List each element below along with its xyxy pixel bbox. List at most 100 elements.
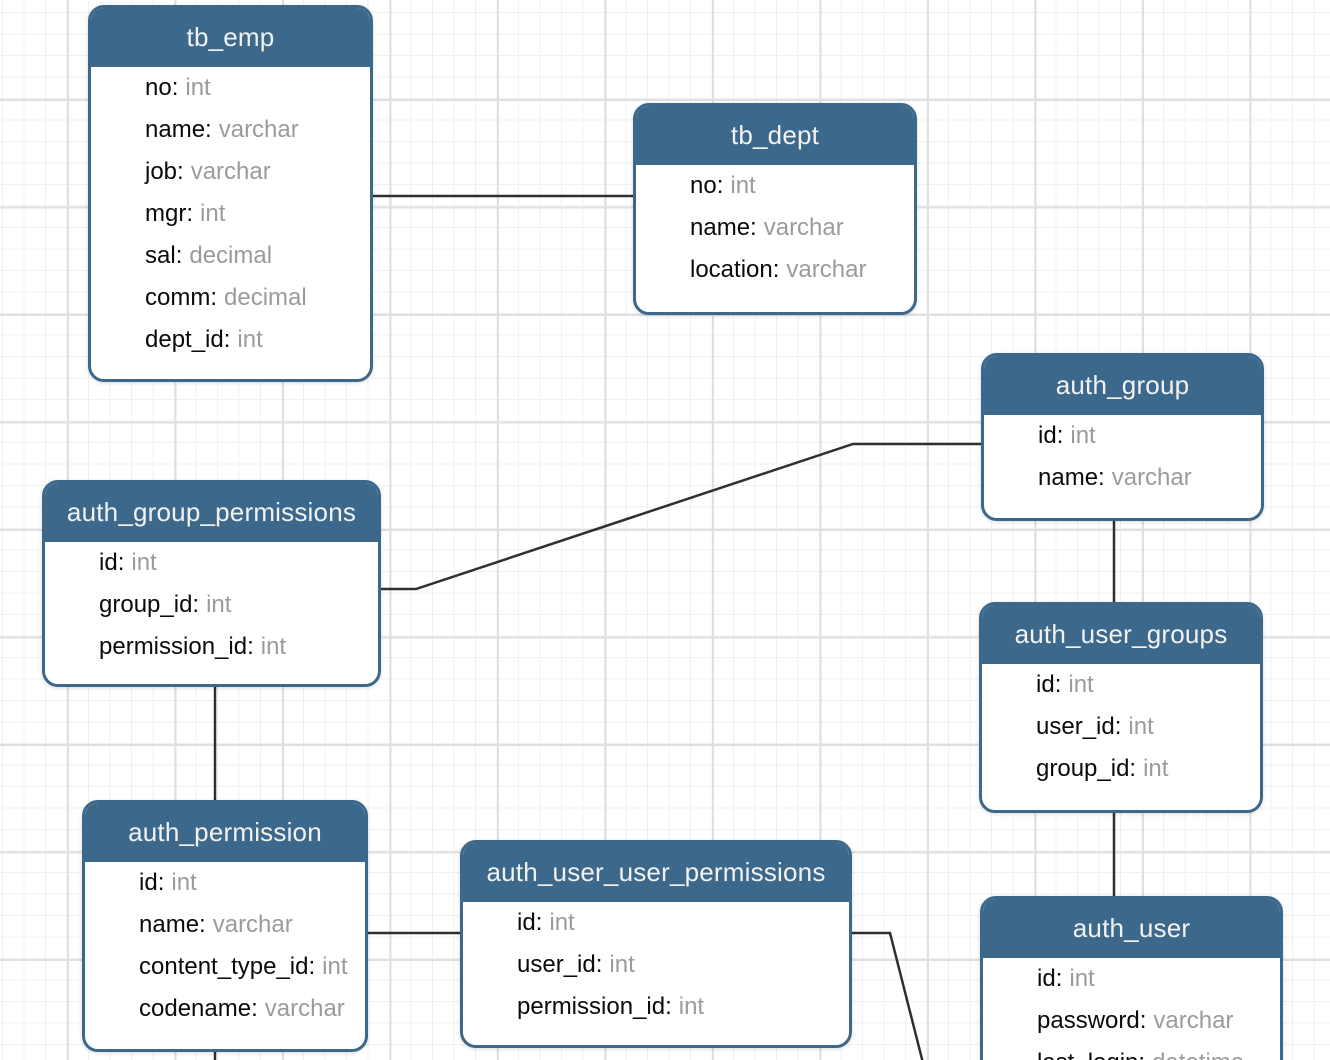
field-separator: : (308, 953, 316, 980)
field-name: id (517, 909, 536, 936)
field-type: decimal (224, 284, 307, 311)
field-row-no[interactable]: no:int (636, 165, 914, 207)
field-row-user_id[interactable]: user_id:int (982, 706, 1260, 748)
field-name: no (145, 74, 172, 101)
field-name: dept_id (145, 326, 224, 353)
field-row-job[interactable]: job:varchar (91, 151, 370, 193)
field-separator: : (535, 909, 543, 936)
field-row-codename[interactable]: codename:varchar (85, 988, 365, 1030)
field-type: varchar (264, 995, 345, 1022)
field-row-id[interactable]: id:int (45, 542, 378, 584)
entity-fields: id:intpassword:varcharlast_login:datetim… (983, 958, 1280, 1060)
field-separator: : (716, 172, 724, 199)
field-row-id[interactable]: id:int (984, 415, 1261, 457)
field-separator: : (1056, 422, 1064, 449)
entity-auth_user[interactable]: auth_userid:intpassword:varcharlast_logi… (980, 896, 1283, 1060)
field-separator: : (157, 869, 165, 896)
field-row-name[interactable]: name:varchar (85, 904, 365, 946)
field-separator: : (1114, 713, 1122, 740)
field-row-user_id[interactable]: user_id:int (463, 944, 849, 986)
field-row-group_id[interactable]: group_id:int (45, 584, 378, 626)
field-type: int (185, 74, 211, 101)
field-type: int (1070, 422, 1096, 449)
field-type: varchar (190, 158, 271, 185)
field-separator: : (117, 549, 125, 576)
field-row-id[interactable]: id:int (463, 902, 849, 944)
field-separator: : (192, 591, 200, 618)
field-row-dept_id[interactable]: dept_id:int (91, 319, 370, 361)
field-separator: : (1138, 1049, 1145, 1060)
field-row-last_login[interactable]: last_login:datetime (983, 1042, 1280, 1060)
field-row-password[interactable]: password:varchar (983, 1000, 1280, 1042)
field-name: job (145, 158, 178, 185)
relationship-auth_user_user_permissions--auth_user[interactable] (852, 931, 924, 1060)
field-type: int (1068, 671, 1094, 698)
field-row-location[interactable]: location:varchar (636, 249, 914, 291)
field-name: group_id (1036, 755, 1130, 782)
entity-title: auth_group_permissions (45, 483, 378, 542)
field-type: varchar (786, 256, 867, 283)
field-type: int (1069, 965, 1095, 992)
field-name: content_type_id (139, 953, 309, 980)
field-type: int (131, 549, 157, 576)
relationship-auth_group_permissions--auth_group[interactable] (381, 442, 983, 591)
field-name: codename (139, 995, 252, 1022)
field-name: password (1037, 1007, 1140, 1034)
field-row-comm[interactable]: comm:decimal (91, 277, 370, 319)
field-separator: : (247, 633, 254, 660)
entity-title: auth_permission (85, 803, 365, 862)
field-row-id[interactable]: id:int (983, 958, 1280, 1000)
field-separator: : (199, 911, 206, 938)
field-type: int (260, 633, 287, 660)
field-name: location (690, 256, 773, 283)
field-separator: : (223, 326, 231, 353)
field-type: int (200, 200, 226, 227)
field-row-name[interactable]: name:varchar (636, 207, 914, 249)
field-row-name[interactable]: name:varchar (984, 457, 1261, 499)
field-row-name[interactable]: name:varchar (91, 109, 370, 151)
field-name: id (1038, 422, 1057, 449)
field-name: name (145, 116, 206, 143)
field-name: id (1037, 965, 1056, 992)
entity-title: tb_dept (636, 106, 914, 165)
field-row-id[interactable]: id:int (982, 664, 1260, 706)
field-type: int (1128, 713, 1154, 740)
field-row-permission_id[interactable]: permission_id:int (45, 626, 378, 668)
field-row-permission_id[interactable]: permission_id:int (463, 986, 849, 1028)
field-type: int (206, 591, 232, 618)
field-row-content_type_id[interactable]: content_type_id:int (85, 946, 365, 988)
field-name: user_id (1036, 713, 1115, 740)
field-name: id (139, 869, 158, 896)
field-row-id[interactable]: id:int (85, 862, 365, 904)
field-row-sal[interactable]: sal:decimal (91, 235, 370, 277)
field-type: varchar (218, 116, 299, 143)
field-name: last_login (1037, 1049, 1138, 1060)
field-name: id (99, 549, 118, 576)
field-separator: : (1139, 1007, 1147, 1034)
field-row-group_id[interactable]: group_id:int (982, 748, 1260, 790)
field-name: id (1036, 671, 1055, 698)
field-row-no[interactable]: no:int (91, 67, 370, 109)
field-type: varchar (1111, 464, 1192, 491)
field-type: varchar (763, 214, 844, 241)
field-separator: : (251, 995, 258, 1022)
entity-title: auth_group (984, 356, 1261, 415)
field-type: int (1143, 755, 1169, 782)
field-row-mgr[interactable]: mgr:int (91, 193, 370, 235)
entity-title: tb_emp (91, 8, 370, 67)
field-separator: : (205, 116, 212, 143)
field-name: name (139, 911, 200, 938)
